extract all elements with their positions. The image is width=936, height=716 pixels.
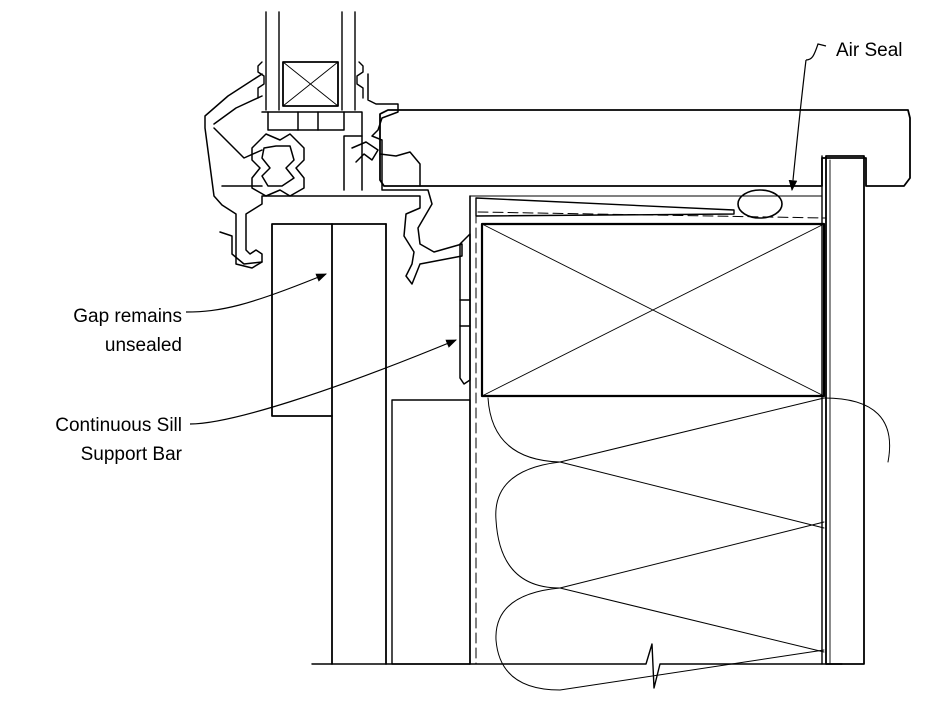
sill-bar-label-line2: Support Bar (81, 444, 183, 465)
air-seal-backer-rod (737, 189, 783, 219)
sill-bar-label-line1: Continuous Sill (55, 415, 182, 436)
air-seal-leader (805, 43, 827, 61)
thermal-break (251, 133, 305, 197)
sill-board (379, 109, 911, 187)
glazing-spacer (282, 61, 339, 107)
gap-label-line1: Gap remains (73, 306, 182, 327)
air-seal-arrow (788, 59, 807, 192)
sill-bar-leader (189, 339, 457, 425)
solid-blocking (480, 222, 826, 398)
sheathing-board (391, 195, 477, 665)
batt-insulation (487, 397, 891, 691)
interior-stud (821, 155, 865, 665)
section-break-line (311, 643, 843, 689)
tapered-shim (475, 197, 735, 217)
exterior-cladding (271, 223, 387, 665)
air-seal-label: Air Seal (836, 40, 903, 61)
window-frame-extrusion (204, 73, 463, 285)
sill-support-bar (459, 233, 471, 385)
gap-label-line2: unsealed (105, 335, 182, 356)
gap-leader (185, 273, 327, 313)
glazing-unit (257, 11, 364, 111)
